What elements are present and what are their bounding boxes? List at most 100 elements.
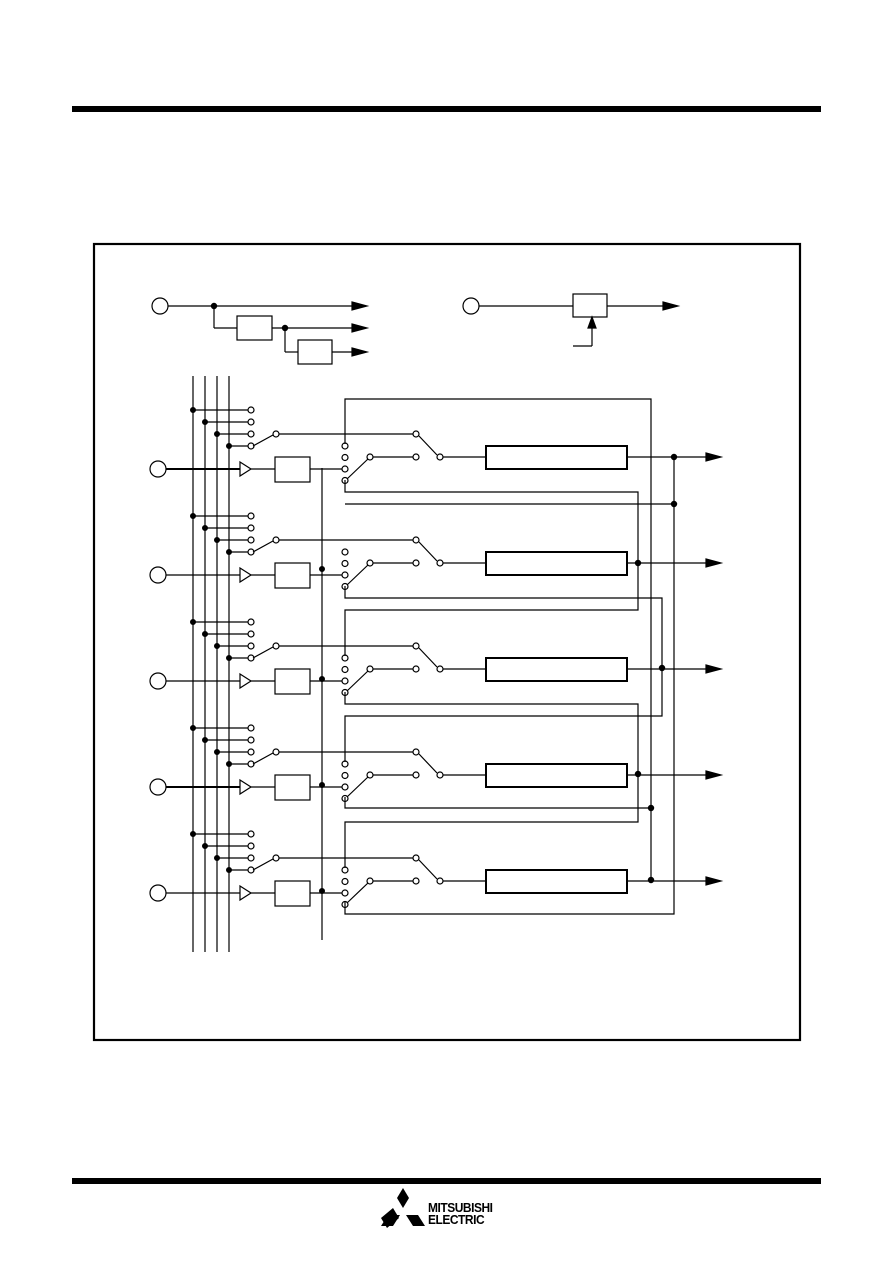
switch-contact-icon xyxy=(247,618,255,626)
control-box xyxy=(572,293,608,318)
switch-icon xyxy=(346,775,370,798)
switch-contact-icon xyxy=(412,854,420,862)
junction-dot-icon xyxy=(319,781,326,788)
switch-contact-icon xyxy=(412,748,420,756)
switch-contact-icon xyxy=(412,536,420,544)
switch-contact-icon xyxy=(436,877,444,885)
output-arrow-icon xyxy=(705,664,724,674)
junction-dot-icon xyxy=(319,675,326,682)
amplifier-icon xyxy=(239,778,253,796)
switch-contact-icon xyxy=(247,536,255,544)
switch-contact-icon xyxy=(341,571,349,579)
switch-contact-icon xyxy=(247,748,255,756)
switch-contact-icon xyxy=(272,536,280,544)
switch-contact-icon xyxy=(341,889,349,897)
output-arrow-icon xyxy=(351,301,370,311)
input-terminal-icon xyxy=(151,297,169,315)
switch-contact-icon xyxy=(247,418,255,426)
switch-contact-icon xyxy=(366,453,374,461)
switch-contact-icon xyxy=(247,430,255,438)
output-block xyxy=(485,657,628,682)
output-arrow-icon xyxy=(705,452,724,462)
channel-box xyxy=(274,668,311,695)
switch-icon xyxy=(418,753,438,774)
input-terminal-icon xyxy=(149,778,167,796)
input-terminal-icon xyxy=(149,460,167,478)
switch-contact-icon xyxy=(341,877,349,886)
output-block xyxy=(485,869,628,894)
channel-box xyxy=(274,456,311,483)
switch-icon xyxy=(252,752,274,765)
switch-contact-icon xyxy=(247,842,255,850)
switch-contact-icon xyxy=(412,453,420,461)
channel-box xyxy=(274,562,311,589)
junction-dot-icon xyxy=(319,887,326,894)
switch-contact-icon xyxy=(247,406,255,414)
switch-contact-icon xyxy=(366,559,374,567)
switch-contact-icon xyxy=(436,771,444,779)
switch-contact-icon xyxy=(412,877,420,885)
three-diamonds-icon xyxy=(381,1188,425,1228)
switch-icon xyxy=(346,881,370,904)
switch-contact-icon xyxy=(341,559,349,568)
regulator-box xyxy=(297,339,333,365)
switch-contact-icon xyxy=(341,465,349,473)
mitsubishi-logo: MITSUBISHI ELECTRIC xyxy=(380,1188,520,1230)
output-arrow-icon xyxy=(705,876,724,886)
regulator-box xyxy=(236,315,273,341)
channel-box xyxy=(274,880,311,907)
switch-icon xyxy=(346,563,370,586)
output-arrow-icon xyxy=(662,301,681,311)
input-terminal-icon xyxy=(462,297,480,315)
switch-contact-icon xyxy=(247,630,255,638)
switch-contact-icon xyxy=(436,453,444,461)
switch-contact-icon xyxy=(436,559,444,567)
switch-icon xyxy=(252,858,274,871)
switch-contact-icon xyxy=(412,430,420,438)
switch-icon xyxy=(346,669,370,692)
output-arrow-icon xyxy=(705,558,724,568)
switch-contact-icon xyxy=(247,830,255,838)
header-rule xyxy=(72,106,821,112)
logo-text-line1: MITSUBISHI xyxy=(428,1200,493,1215)
switch-contact-icon xyxy=(247,642,255,650)
amplifier-icon xyxy=(239,884,253,902)
switch-contact-icon xyxy=(412,771,420,779)
switch-contact-icon xyxy=(341,771,349,780)
input-terminal-icon xyxy=(149,884,167,902)
switch-contact-icon xyxy=(412,559,420,567)
amplifier-icon xyxy=(239,566,253,584)
control-arrow-icon xyxy=(587,315,597,329)
switch-icon xyxy=(418,541,438,562)
switch-contact-icon xyxy=(412,665,420,673)
switch-icon xyxy=(418,859,438,880)
switch-contact-icon xyxy=(341,453,349,462)
footer-rule xyxy=(72,1178,821,1184)
switch-icon xyxy=(346,457,370,480)
switch-contact-icon xyxy=(247,854,255,862)
output-arrow-icon xyxy=(351,347,370,357)
supply-block xyxy=(151,297,370,365)
interconnect-routing xyxy=(344,398,675,915)
output-arrow-icon xyxy=(351,323,370,333)
output-block xyxy=(485,763,628,788)
switch-contact-icon xyxy=(341,783,349,791)
channel-group xyxy=(149,406,724,909)
switch-contact-icon xyxy=(341,548,349,556)
switch-contact-icon xyxy=(436,665,444,673)
switch-contact-icon xyxy=(272,854,280,862)
amplifier-icon xyxy=(239,672,253,690)
switch-icon xyxy=(252,434,274,447)
switch-contact-icon xyxy=(412,642,420,650)
switch-contact-icon xyxy=(366,665,374,673)
switch-icon xyxy=(252,646,274,659)
switch-icon xyxy=(252,540,274,553)
diagram-frame xyxy=(92,242,802,1042)
input-terminal-icon xyxy=(149,566,167,584)
switch-contact-icon xyxy=(366,771,374,779)
output-arrow-icon xyxy=(705,770,724,780)
switch-contact-icon xyxy=(272,430,280,438)
logo-text-line2: ELECTRIC xyxy=(428,1212,485,1227)
switch-icon xyxy=(418,435,438,456)
